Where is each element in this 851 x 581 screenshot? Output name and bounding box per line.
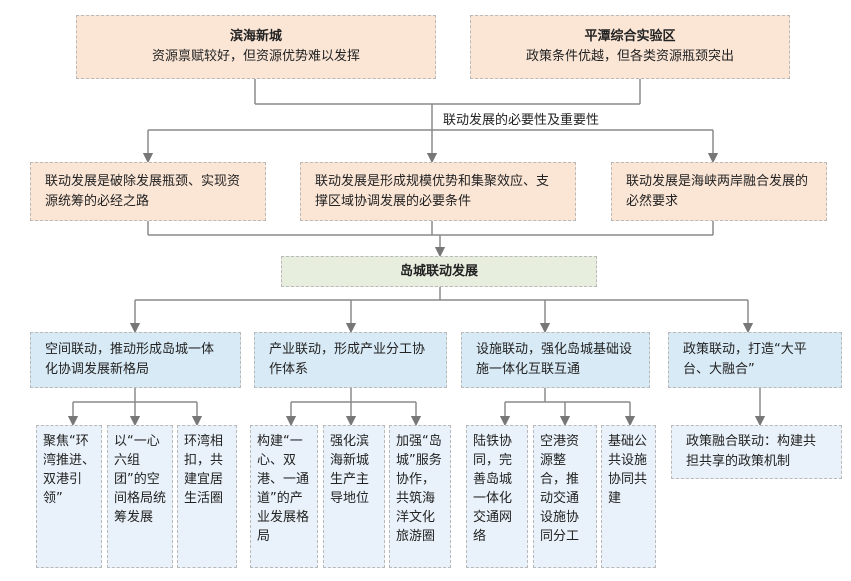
pingtan-desc: 政策条件优越，但各类资源瓶颈突出	[525, 49, 734, 64]
sub-facility-3: 基础公共设施协同共建	[601, 425, 656, 568]
pingtan-title: 平潭综合实验区	[584, 29, 676, 44]
reason-cross-strait: 联动发展是海峡两岸融合发展的必然要求	[611, 162, 827, 221]
reason-breakthrough: 联动发展是破除发展瓶颈、实现资源统筹的必经之路	[30, 162, 266, 221]
sub-spatial-3: 环湾相扣，共建宜居生活圈	[177, 425, 237, 568]
sub-text: 强化滨海新城生产主导地位	[330, 434, 370, 506]
sub-text: 加强“岛城”服务协作，共筑海洋文化旅游圈	[396, 434, 442, 544]
branch-title: 空间联动，推动形成岛城一体化协调发展新格局	[45, 342, 215, 377]
branch-spatial: 空间联动，推动形成岛城一体化协调发展新格局	[30, 332, 241, 388]
branch-facility: 设施联动，强化岛城基础设施一体化互联互通	[461, 332, 650, 388]
branch-title: 产业联动，形成产业分工协作体系	[269, 342, 426, 377]
sub-text: 基础公共设施协同共建	[608, 434, 648, 506]
sub-text: 聚焦“环湾推进、双港引领”	[43, 434, 96, 506]
sub-spatial-2: 以“一心六组团”的空间格局统筹发展	[107, 425, 173, 568]
sub-text: 以“一心六组团”的空间格局统筹发展	[114, 434, 167, 525]
sub-spatial-1: 聚焦“环湾推进、双港引领”	[36, 425, 102, 568]
center-box: 岛城联动发展	[281, 256, 597, 287]
sub-policy-1: 政策融合联动：构建共担共享的政策机制	[671, 425, 842, 479]
binhai-box: 滨海新城 资源禀赋较好，但资源优势难以发挥	[76, 15, 436, 79]
sub-text: 构建“一心、双港、一通道”的产业发展格局	[257, 434, 310, 544]
sub-text: 空港资源整合，推动交通设施协同分工	[540, 434, 580, 544]
sub-industry-2: 强化滨海新城生产主导地位	[323, 425, 385, 568]
binhai-desc: 资源禀赋较好，但资源优势难以发挥	[151, 49, 360, 64]
pingtan-box: 平潭综合实验区 政策条件优越，但各类资源瓶颈突出	[470, 15, 790, 79]
reason-text: 联动发展是破除发展瓶颈、实现资源统筹的必经之路	[45, 173, 241, 209]
binhai-title: 滨海新城	[229, 29, 282, 44]
reason-text: 联动发展是形成规模优势和集聚效应、支撑区域协调发展的必要条件	[315, 173, 550, 209]
sub-facility-2: 空港资源整合，推动交通设施协同分工	[533, 425, 597, 568]
center-title: 岛城联动发展	[399, 263, 478, 279]
reason-text: 联动发展是海峡两岸融合发展的必然要求	[626, 173, 809, 209]
branch-title: 政策联动，打造“大平台、大融合”	[683, 342, 807, 377]
sub-industry-1: 构建“一心、双港、一通道”的产业发展格局	[250, 425, 318, 568]
branch-title: 设施联动，强化岛城基础设施一体化互联互通	[476, 342, 633, 377]
branch-industry: 产业联动，形成产业分工协作体系	[254, 332, 447, 388]
sub-facility-1: 陆铁协同，完善岛城一体化交通网络	[466, 425, 528, 568]
branch-policy: 政策联动，打造“大平台、大融合”	[668, 332, 842, 388]
sub-text: 政策融合联动：构建共担共享的政策机制	[686, 434, 817, 469]
sub-industry-3: 加强“岛城”服务协作，共筑海洋文化旅游圈	[389, 425, 451, 568]
sub-text: 陆铁协同，完善岛城一体化交通网络	[473, 434, 513, 544]
sub-text: 环湾相扣，共建宜居生活圈	[184, 434, 224, 506]
reason-scale: 联动发展是形成规模优势和集聚效应、支撑区域协调发展的必要条件	[300, 162, 576, 221]
necessity-label: 联动发展的必要性及重要性	[443, 113, 600, 128]
